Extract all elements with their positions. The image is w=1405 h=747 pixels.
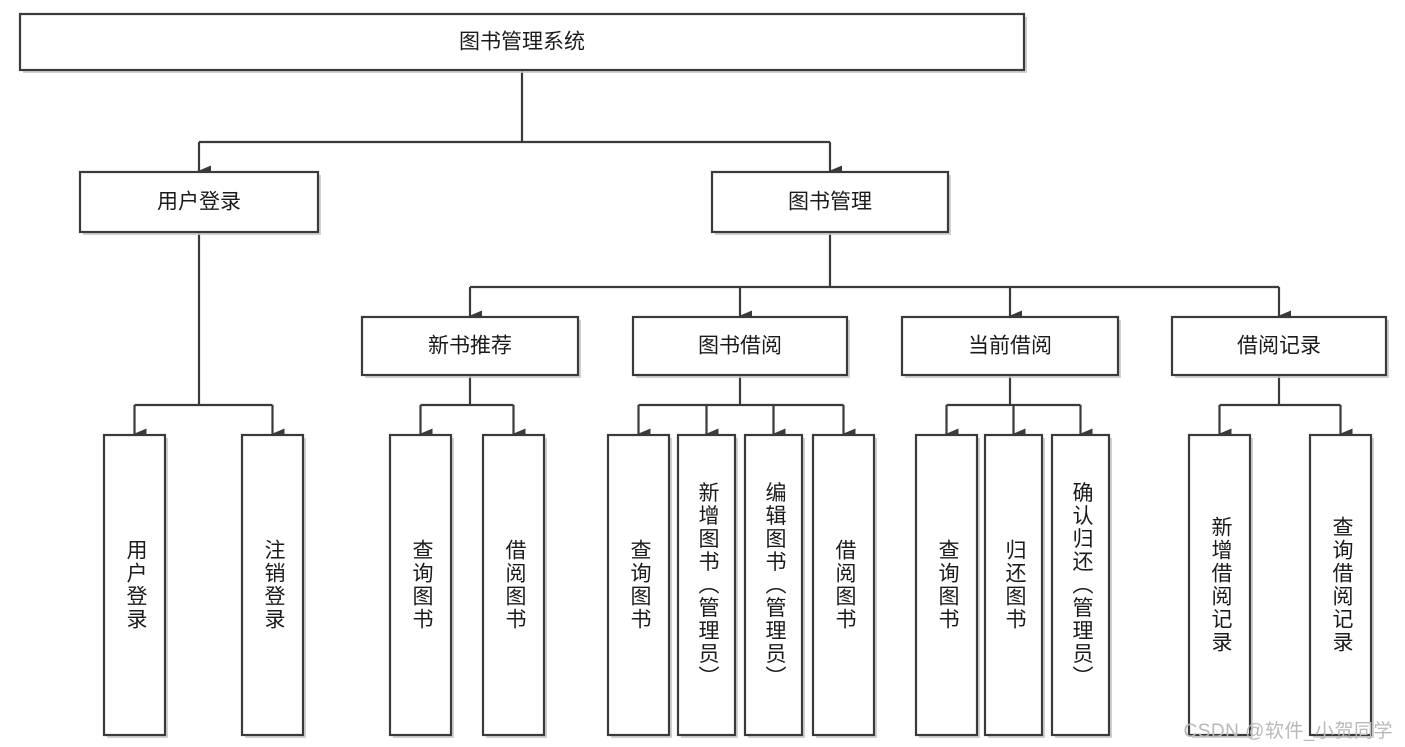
node-label-root: 图书管理系统	[459, 31, 585, 54]
node-borrow-records[interactable]: 借阅记录	[1170, 315, 1389, 378]
connector-group-borrow-records	[1218, 375, 1353, 440]
connector-group-book-management	[468, 232, 1291, 322]
node-label-leaf-query-book-3: 查询图书	[936, 539, 960, 631]
node-label-leaf-query-record: 查询借阅记录	[1330, 516, 1354, 654]
node-label-current-borrow: 当前借阅	[968, 335, 1052, 358]
node-leaf-borrow-book-1[interactable]: 借阅图书	[481, 433, 547, 738]
node-label-leaf-borrow-book-1: 借阅图书	[503, 539, 527, 631]
node-label-leaf-add-book: 新增图书（管理员）	[696, 482, 720, 689]
node-label-leaf-add-record: 新增借阅记录	[1209, 516, 1233, 654]
node-root[interactable]: 图书管理系统	[18, 12, 1027, 73]
node-leaf-return-book[interactable]: 归还图书	[983, 433, 1045, 738]
node-leaf-add-record[interactable]: 新增借阅记录	[1187, 433, 1253, 738]
node-label-book-management: 图书管理	[788, 191, 872, 214]
connector-group-root	[197, 70, 842, 177]
node-leaf-query-book-2[interactable]: 查询图书	[606, 433, 672, 738]
node-label-borrow-records: 借阅记录	[1237, 335, 1321, 358]
node-label-leaf-logout-login: 注销登录	[262, 539, 286, 631]
connector-group-current-borrow	[945, 375, 1093, 440]
node-label-leaf-return-book: 归还图书	[1003, 539, 1027, 631]
node-leaf-edit-book[interactable]: 编辑图书（管理员）	[743, 433, 805, 738]
node-book-borrow[interactable]: 图书借阅	[631, 315, 850, 378]
node-leaf-borrow-book-2[interactable]: 借阅图书	[811, 433, 877, 738]
node-leaf-logout-login[interactable]: 注销登录	[240, 433, 306, 738]
node-current-borrow[interactable]: 当前借阅	[900, 315, 1121, 378]
node-label-leaf-user-login: 用户登录	[124, 539, 148, 631]
node-label-user-login: 用户登录	[157, 191, 241, 214]
node-label-book-borrow: 图书借阅	[698, 335, 782, 358]
connector-layer	[133, 70, 1353, 440]
node-label-leaf-borrow-book-2: 借阅图书	[833, 539, 857, 631]
connector-group-user-login	[133, 232, 285, 440]
connector-group-book-borrow	[637, 375, 856, 440]
node-new-book-recommend[interactable]: 新书推荐	[360, 315, 581, 378]
node-label-leaf-query-book-1: 查询图书	[410, 539, 434, 631]
node-label-leaf-query-book-2: 查询图书	[628, 539, 652, 631]
node-leaf-user-login[interactable]: 用户登录	[102, 433, 168, 738]
node-leaf-query-book-3[interactable]: 查询图书	[914, 433, 980, 738]
node-leaf-query-record[interactable]: 查询借阅记录	[1308, 433, 1374, 738]
node-book-management[interactable]: 图书管理	[710, 170, 951, 235]
node-label-leaf-edit-book: 编辑图书（管理员）	[763, 482, 787, 689]
node-leaf-query-book-1[interactable]: 查询图书	[388, 433, 454, 738]
csdn-watermark: CSDN @软件_小贺同学	[1183, 721, 1393, 742]
node-leaf-add-book[interactable]: 新增图书（管理员）	[676, 433, 738, 738]
node-layer: 图书管理系统用户登录图书管理新书推荐图书借阅当前借阅借阅记录用户登录注销登录查询…	[18, 12, 1389, 738]
node-label-new-book-recommend: 新书推荐	[428, 335, 512, 358]
node-label-leaf-confirm-return: 确认归还（管理员）	[1070, 482, 1094, 689]
connector-group-new-book-recommend	[419, 375, 526, 440]
node-user-login[interactable]: 用户登录	[78, 170, 321, 235]
node-leaf-confirm-return[interactable]: 确认归还（管理员）	[1050, 433, 1112, 738]
